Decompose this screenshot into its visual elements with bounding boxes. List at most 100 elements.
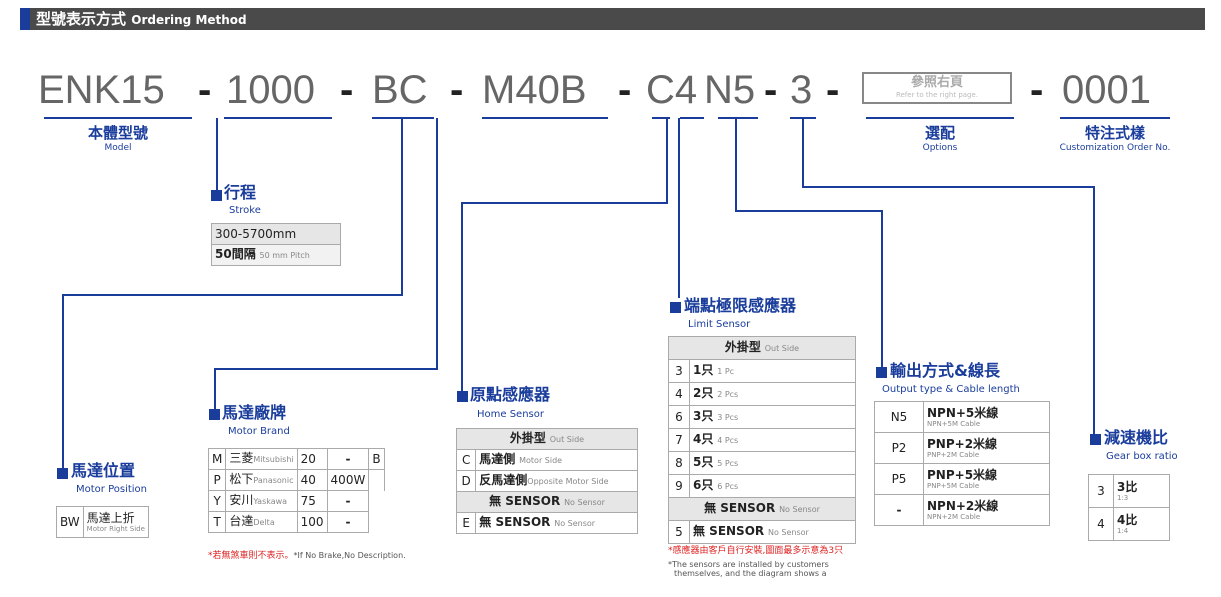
limit-sensor-code: 7 <box>668 428 690 452</box>
home-sensor-en: Opposite Motor Side <box>527 477 609 486</box>
output-sub: PNP+5M Cable <box>927 482 980 490</box>
brand-en: Panasonic <box>253 476 294 485</box>
motor-position-code: BW <box>56 506 84 538</box>
underline-output <box>718 117 758 119</box>
limit-sensor-code: 5 <box>668 520 690 544</box>
motor-brand-note: *若無煞車則不表示。*If No Brake,No Description. <box>208 543 406 562</box>
output-sub: PNP+2M Cable <box>927 451 980 459</box>
motor-brand-title: 馬達廠牌 <box>222 403 287 422</box>
brand-code: P <box>207 469 227 491</box>
output-sub: NPN+5M Cable <box>927 420 981 428</box>
limit-sensor-note: *感應器由客戶自行安裝,圖面最多示意為3只 *The sensors are i… <box>668 546 858 578</box>
limit-sensor-code: 8 <box>668 451 690 475</box>
limit-sensor-head-zh: 外掛型 <box>724 340 761 354</box>
home-sensor-code: D <box>455 470 477 492</box>
gear-main: 4比 <box>1117 513 1138 527</box>
header-accent-square <box>20 8 30 30</box>
limit-sensor-code: 6 <box>668 405 690 429</box>
home-sensor-head-zh: 外掛型 <box>509 431 546 445</box>
connector-output <box>735 118 737 212</box>
brand-brake <box>369 491 384 512</box>
section-marker-icon <box>57 468 68 479</box>
limit-sensor-note-zh: *感應器由客戶自行安裝,圖面最多示意為3只 <box>668 546 844 556</box>
connector-gear <box>802 186 1095 188</box>
output-code: P2 <box>874 432 924 464</box>
home-sensor-head-en: Out Side <box>549 435 585 444</box>
brand-zh: 三菱 <box>229 451 254 465</box>
section-title: 型號表示方式 Ordering Method <box>36 10 247 28</box>
section-marker-icon <box>457 391 468 402</box>
limit-sensor-zh: 4只 <box>693 432 714 446</box>
code-output: N5 <box>704 68 756 112</box>
code-dash: - <box>198 68 212 112</box>
home-sensor-none-en: No Sensor <box>564 498 605 507</box>
stroke-pitch: 50間隔 <box>215 247 256 261</box>
limit-sensor-zh: 3只 <box>693 409 714 423</box>
limit-sensor-none-en: No Sensor <box>779 505 820 514</box>
limit-sensor-none: 無 SENSOR <box>693 524 765 538</box>
brand-size: 100 <box>296 511 328 533</box>
connector-motor-position <box>62 294 403 296</box>
stroke-table: 300-5700mm 50間隔 50 mm Pitch <box>211 223 341 266</box>
label-model-en: Model <box>104 143 132 153</box>
home-sensor-zh: 馬達側 <box>479 452 516 466</box>
connector-motor-brand <box>214 368 438 370</box>
underline-model <box>44 117 192 119</box>
brand-en: Delta <box>253 518 275 527</box>
code-dash: - <box>340 68 354 112</box>
stroke-subtitle: Stroke <box>229 205 261 216</box>
limit-sensor-none: 無 SENSOR <box>704 501 776 515</box>
gear-subtitle: Gear box ratio <box>1106 451 1178 462</box>
limit-sensor-note-en-2: themselves, and the diagram shows a <box>674 569 827 578</box>
limit-sensor-none-en: No Sensor <box>767 528 809 537</box>
output-subtitle: Output type & Cable length <box>882 384 1020 395</box>
gear-code: 3 <box>1088 474 1114 508</box>
connector-gear <box>802 118 804 188</box>
table-row: 外掛型 Out Side <box>668 336 856 360</box>
underline-motor <box>482 117 608 119</box>
limit-sensor-code: 4 <box>668 382 690 406</box>
brand-size: 40 <box>296 469 328 491</box>
brand-brake <box>368 469 385 491</box>
section-marker-icon <box>211 190 222 201</box>
gear-sub: 1:3 <box>1117 494 1129 502</box>
brand-watt: 400W <box>326 469 370 491</box>
label-custom-en: Customization Order No. <box>1059 143 1171 153</box>
motor-brand-subtitle: Motor Brand <box>228 426 290 437</box>
gear-main: 3比 <box>1117 480 1138 494</box>
underline-sensor <box>652 117 670 119</box>
limit-sensor-zh: 5只 <box>693 455 714 469</box>
code-stroke: 1000 <box>226 68 315 112</box>
motor-position-zh: 馬達上折 <box>86 511 135 525</box>
stroke-pitch-en: 50 mm Pitch <box>259 251 310 260</box>
brand-code: M <box>207 448 227 470</box>
underline-motor-position <box>372 117 434 119</box>
label-custom: 特注式樣 Customization Order No. <box>1040 124 1190 154</box>
limit-sensor-title: 端點極限感應器 <box>684 296 797 315</box>
brand-watt: - <box>326 448 370 470</box>
options-box: 參照右頁 Refer to the right page. <box>862 72 1012 104</box>
code-motor-position: BC <box>372 68 428 112</box>
brand-zh: 松下 <box>229 472 254 486</box>
section-marker-icon <box>1090 434 1101 445</box>
stroke-range: 300-5700mm <box>211 223 341 245</box>
label-options: 選配 Options <box>880 124 1000 154</box>
label-options-zh: 選配 <box>924 124 955 142</box>
code-sensor: C4 <box>646 68 698 112</box>
output-code: N5 <box>874 401 924 433</box>
table-row: 無 SENSOR No Sensor <box>456 491 638 513</box>
output-title: 輸出方式&線長 <box>890 361 1000 380</box>
label-options-en: Options <box>922 143 958 153</box>
home-sensor-zh: 反馬達側 <box>479 473 528 487</box>
brand-en: Yaskawa <box>253 497 288 506</box>
gear-sub: 1:4 <box>1117 527 1129 535</box>
